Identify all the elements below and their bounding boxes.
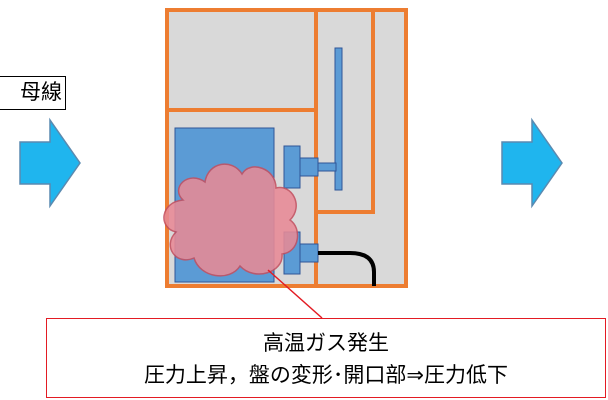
vertical-busbar [334, 47, 343, 191]
cloud-icon [163, 163, 299, 277]
right-arrow-icon [501, 117, 563, 209]
busbar-label: 母線 [0, 76, 66, 110]
callout-line-1: 高温ガス発生 [263, 331, 389, 355]
callout-leader [267, 269, 323, 319]
upper-connector [283, 145, 337, 189]
left-arrow-icon [19, 117, 81, 209]
cable [318, 251, 376, 286]
event-callout: 高温ガス発生 圧力上昇，盤の変形･開口部⇒圧力低下 [46, 318, 606, 398]
callout-line-2: 圧力上昇，盤の変形･開口部⇒圧力低下 [143, 363, 509, 387]
